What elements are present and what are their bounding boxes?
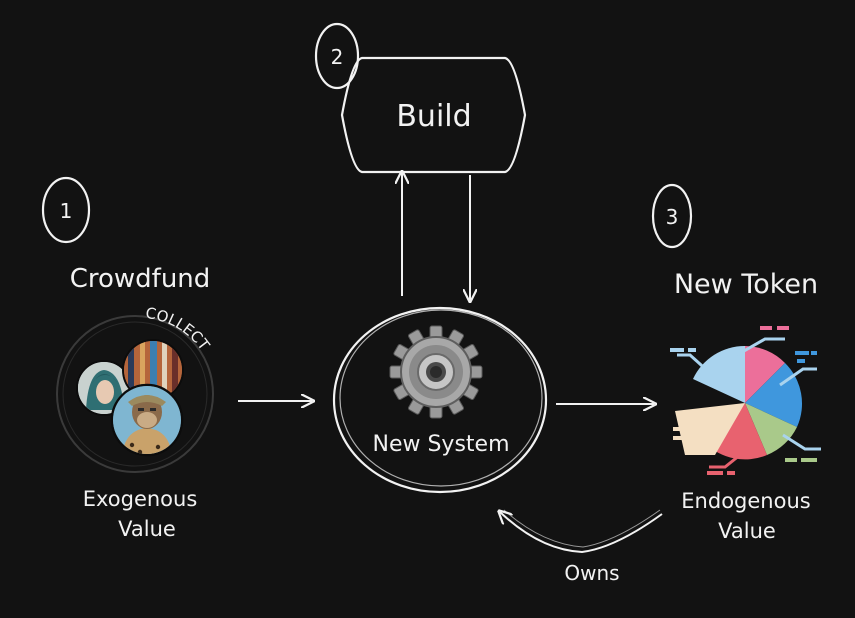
step-2-marker: 2 [314,22,360,90]
arrow-owns [500,512,663,554]
gear-icon [389,325,483,419]
endogenous-label-line2: Value [718,519,776,543]
new-system-label: New System [372,432,509,457]
endogenous-label-line1: Endogenous [681,489,810,513]
step-2-number: 2 [331,45,344,69]
nft-avatar-group: COLLECT [56,304,214,473]
step-3-number: 3 [666,205,679,229]
build-node[interactable]: Build [340,56,527,174]
new-token-title: New Token [674,269,818,300]
step-1-number: 1 [60,199,73,223]
exogenous-label-line2: Value [118,517,176,541]
pie-chart-icon [670,326,821,475]
crowdfund-title: Crowdfund [70,264,211,294]
build-label: Build [396,99,471,134]
exogenous-label-line1: Exogenous [83,487,198,511]
step-3-marker: 3 [651,183,693,249]
new-system-node[interactable]: New System [332,306,548,494]
nft-avatar-ape [110,383,184,457]
owns-label: Owns [564,561,619,585]
step-1-marker: 1 [41,176,91,244]
build-diamond-shape [340,56,527,174]
